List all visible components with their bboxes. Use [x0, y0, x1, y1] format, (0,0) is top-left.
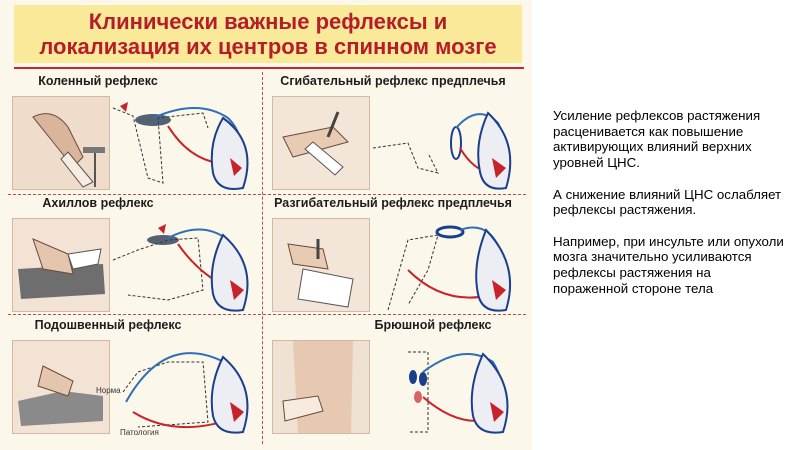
knee-reflex-arc-diagram — [108, 88, 258, 196]
row-separator-2 — [8, 314, 526, 315]
plantar-reflex-label: Подошвенный рефлекс — [34, 318, 182, 332]
abdominal-reflex-photo — [272, 340, 370, 434]
forearm-extension-reflex-panel: Разгибательный рефлекс предплечья — [268, 196, 518, 318]
explanation-text: Усиление рефлексов растяжения расценивае… — [553, 108, 788, 312]
poster-title-line-1: Клинически важные рефлексы и — [88, 9, 448, 34]
plantar-pathology-label: Патология — [120, 428, 159, 437]
plantar-normal-label: Норма — [96, 386, 121, 395]
column-separator — [262, 72, 263, 444]
achilles-reflex-panel: Ахиллов рефлекс — [8, 196, 258, 318]
poster-title-box: Клинически важные рефлексы и локализация… — [14, 5, 522, 63]
title-underline — [14, 67, 524, 69]
poster-title: Клинически важные рефлексы и локализация… — [14, 9, 522, 59]
plantar-reflex-photo — [12, 340, 110, 434]
achilles-reflex-arc-diagram — [108, 210, 258, 318]
forearm-extension-arc-diagram — [368, 210, 518, 318]
knee-reflex-label: Коленный рефлекс — [38, 74, 158, 88]
explanation-paragraph-3: Например, при инсульте или опухоли мозга… — [553, 233, 784, 296]
achilles-reflex-photo — [12, 218, 110, 312]
row-separator-1 — [8, 194, 526, 195]
achilles-reflex-label: Ахиллов рефлекс — [42, 196, 154, 210]
explanation-paragraph-2: А снижение влияний ЦНС ослабляет рефлекс… — [553, 186, 782, 218]
reflex-poster: Клинически важные рефлексы и локализация… — [0, 0, 532, 450]
explanation-paragraph-1: Усиление рефлексов растяжения расценивае… — [553, 108, 761, 171]
poster-title-line-2: локализация их центров в спинном мозге — [39, 34, 497, 59]
forearm-flexion-photo — [272, 96, 370, 190]
plantar-reflex-arc-diagram: Норма Патология — [96, 332, 258, 440]
knee-reflex-panel: Коленный рефлекс — [8, 74, 258, 196]
forearm-flexion-reflex-panel: Сгибательный рефлекс предплечья — [268, 74, 518, 196]
abdominal-reflex-panel: Брюшной рефлекс — [268, 318, 518, 440]
forearm-flexion-reflex-label: Сгибательный рефлекс предплечья — [280, 74, 506, 88]
forearm-extension-reflex-label: Разгибательный рефлекс предплечья — [274, 196, 512, 210]
forearm-flexion-arc-diagram — [368, 88, 518, 196]
knee-reflex-photo — [12, 96, 110, 190]
abdominal-reflex-label: Брюшной рефлекс — [374, 318, 492, 332]
plantar-reflex-panel: Подошвенный рефлекс Норма Патология — [8, 318, 258, 440]
abdominal-reflex-arc-diagram — [368, 332, 518, 440]
forearm-extension-photo — [272, 218, 370, 312]
